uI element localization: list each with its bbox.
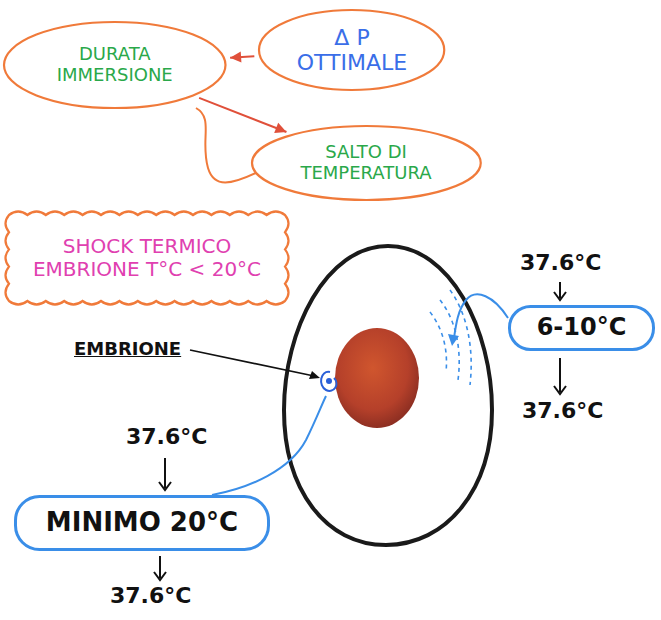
arrowhead — [230, 52, 241, 63]
temperature-label: 37.6°C — [126, 424, 207, 449]
temp-box-outline — [16, 497, 269, 550]
temp-box-outline — [510, 307, 654, 350]
part-name: EMBRIONE — [74, 338, 181, 359]
cloud-box-outline — [6, 212, 289, 305]
arrowhead — [448, 334, 459, 346]
node-text: MINIMO 20°C — [46, 508, 238, 538]
blue-wire — [212, 396, 326, 495]
egg-yolk — [335, 328, 419, 428]
down-arrow — [554, 386, 566, 394]
embryo — [326, 378, 332, 384]
arrowhead — [274, 123, 286, 133]
down-arrow — [164, 458, 166, 488]
down-arrow — [559, 282, 561, 298]
orange-oval: Δ P OTTIMALE — [257, 8, 446, 92]
orange-oval-outline — [259, 10, 444, 90]
arrowhead — [309, 371, 320, 379]
down-arrow — [559, 358, 561, 392]
leader-line — [190, 350, 314, 376]
orange-oval-outline — [4, 22, 226, 108]
temperature-label: 37.6°C — [110, 583, 191, 608]
down-arrow — [159, 556, 161, 578]
node-text: SALTO DI TEMPERATURA — [289, 142, 444, 183]
orange-oval: DURATA IMMERSIONE — [2, 20, 228, 110]
node-text: Δ P OTTIMALE — [290, 25, 415, 76]
temperature-label: 37.6°C — [522, 398, 603, 423]
down-arrow — [159, 482, 171, 490]
down-arrow — [554, 292, 566, 300]
embryo — [321, 372, 336, 391]
temp-box: MINIMO 20°C — [14, 495, 270, 551]
orange-oval: SALTO DI TEMPERATURA — [250, 124, 483, 202]
node-text: DURATA IMMERSIONE — [40, 44, 190, 85]
egg-shell — [284, 246, 492, 545]
down-arrow — [154, 572, 166, 580]
orange-oval-outline — [252, 126, 481, 200]
temperature-label: 37.6°C — [520, 250, 601, 275]
cold-arc — [440, 300, 459, 380]
node-text: SHOCK TERMICO EMBRIONE T°C < 20°C — [32, 235, 262, 281]
temp-box: 6-10°C — [508, 305, 655, 351]
connector-arrow — [199, 98, 286, 132]
cloud-box: SHOCK TERMICO EMBRIONE T°C < 20°C — [6, 212, 288, 304]
cold-arc — [430, 312, 446, 372]
blue-wire — [454, 294, 508, 338]
node-text: 6-10°C — [537, 314, 627, 342]
